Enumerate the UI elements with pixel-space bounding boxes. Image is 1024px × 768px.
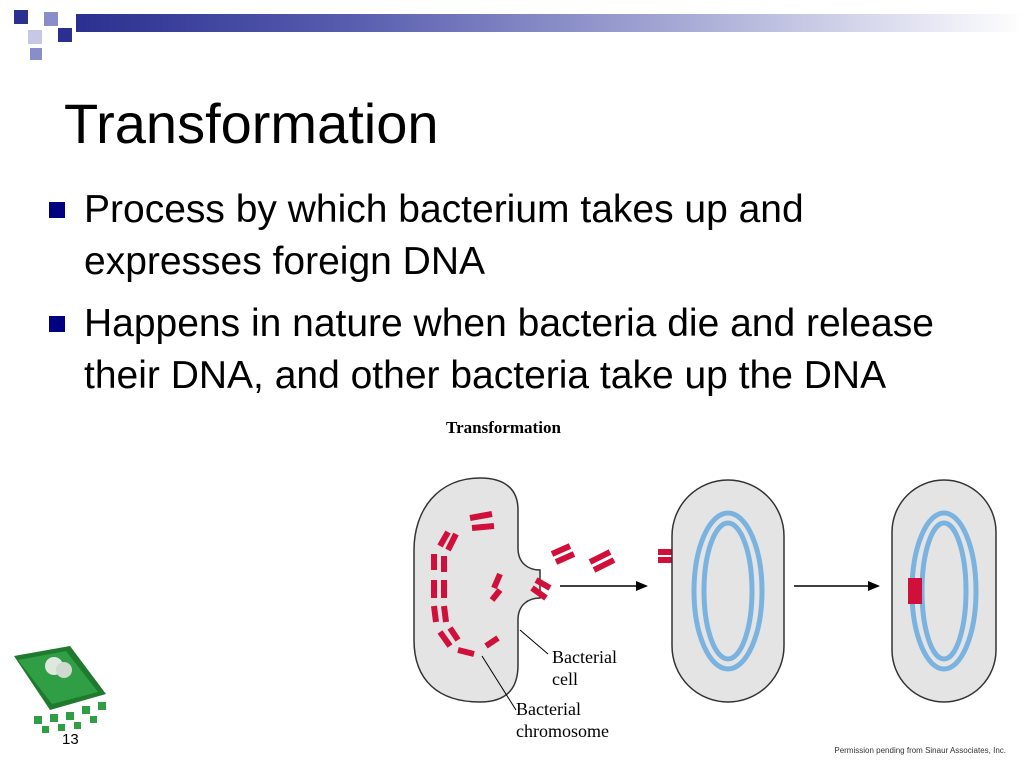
recipient-cell [671,479,785,703]
leader-line-cell [519,629,549,655]
square-bullet-icon [49,316,65,332]
label-bacterial-cell: Bacterial cell [552,647,617,689]
integrated-dna [908,578,922,604]
header-square [28,30,42,44]
header-square [14,10,28,24]
dna-fragments-inside [431,511,503,657]
bullet-list: Process by which bacterium takes up and … [46,184,946,412]
page-number: 13 [62,731,79,748]
header-square [58,28,72,42]
right-arrow-icon [560,581,648,591]
label-bacterial-chromosome: Bacterial chromosome [516,699,609,741]
square-bullet-icon [49,202,65,218]
bacterial-chromosome [691,510,765,672]
leader-line-chromosome [481,655,517,711]
right-arrow-icon [794,581,880,591]
bullet-text: Happens in nature when bacteria die and … [84,302,934,397]
slide-title: Transformation [64,92,439,155]
permission-note: Permission pending from Sinaur Associate… [834,746,1006,755]
book-apple-logo [14,646,106,733]
header-band [76,14,1024,32]
bullet-text: Process by which bacterium takes up and … [84,188,804,283]
bullet-item: Happens in nature when bacteria die and … [46,298,946,402]
bullet-item: Process by which bacterium takes up and … [46,184,946,288]
header-square [44,12,58,26]
figure-title: Transformation [446,418,561,437]
dna-fragments-free [530,543,680,601]
header-square [30,48,42,60]
transformed-cell [891,479,997,703]
transformation-diagram [413,477,997,711]
